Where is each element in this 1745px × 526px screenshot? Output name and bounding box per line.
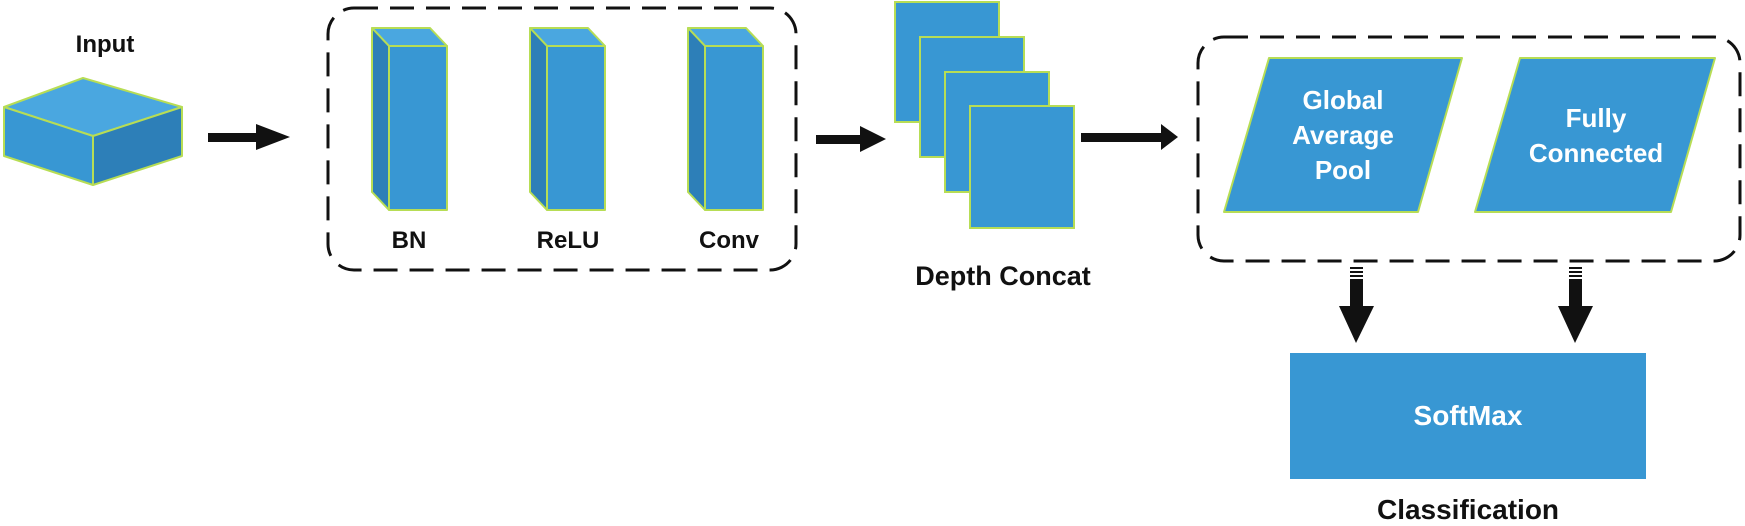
gap-label-line1: Global	[1303, 85, 1384, 115]
conv-layer	[687, 27, 764, 211]
conv-block-group	[326, 6, 798, 272]
input-block-right	[92, 106, 183, 186]
arrow-fc-to-softmax	[1558, 267, 1593, 343]
depth-concat-label: Depth Concat	[915, 261, 1091, 291]
conv-label: Conv	[699, 227, 760, 254]
fully-connected-block	[1474, 57, 1716, 213]
input-block	[3, 77, 183, 186]
arrow-conv-to-concat	[816, 126, 886, 152]
input-label: Input	[76, 31, 135, 58]
arrow-gap-to-softmax	[1339, 267, 1374, 343]
feature-map-4	[969, 105, 1075, 229]
conv-layer-front	[704, 45, 764, 211]
gap-label-line2: Average	[1292, 120, 1394, 150]
relu-layer-front	[546, 45, 606, 211]
classification-label: Classification	[1377, 494, 1559, 525]
fc-label-line1: Fully	[1566, 103, 1627, 133]
relu-label: ReLU	[537, 227, 600, 254]
fc-label-line2: Connected	[1529, 138, 1663, 168]
arrow-concat-to-head	[1081, 124, 1178, 150]
global-average-pool-block	[1223, 57, 1463, 213]
softmax-label: SoftMax	[1414, 400, 1523, 431]
bn-layer-side	[371, 27, 390, 211]
head-block-group	[1196, 35, 1742, 263]
depth-concat-stack	[894, 1, 1075, 229]
gap-label-line3: Pool	[1315, 155, 1371, 185]
relu-layer	[529, 27, 606, 211]
bn-layer	[371, 27, 448, 211]
conv-layer-side	[687, 27, 706, 211]
arrow-input-to-conv	[208, 124, 290, 150]
bn-layer-front	[388, 45, 448, 211]
bn-label: BN	[392, 227, 427, 254]
softmax-block	[1290, 353, 1646, 479]
relu-layer-side	[529, 27, 548, 211]
